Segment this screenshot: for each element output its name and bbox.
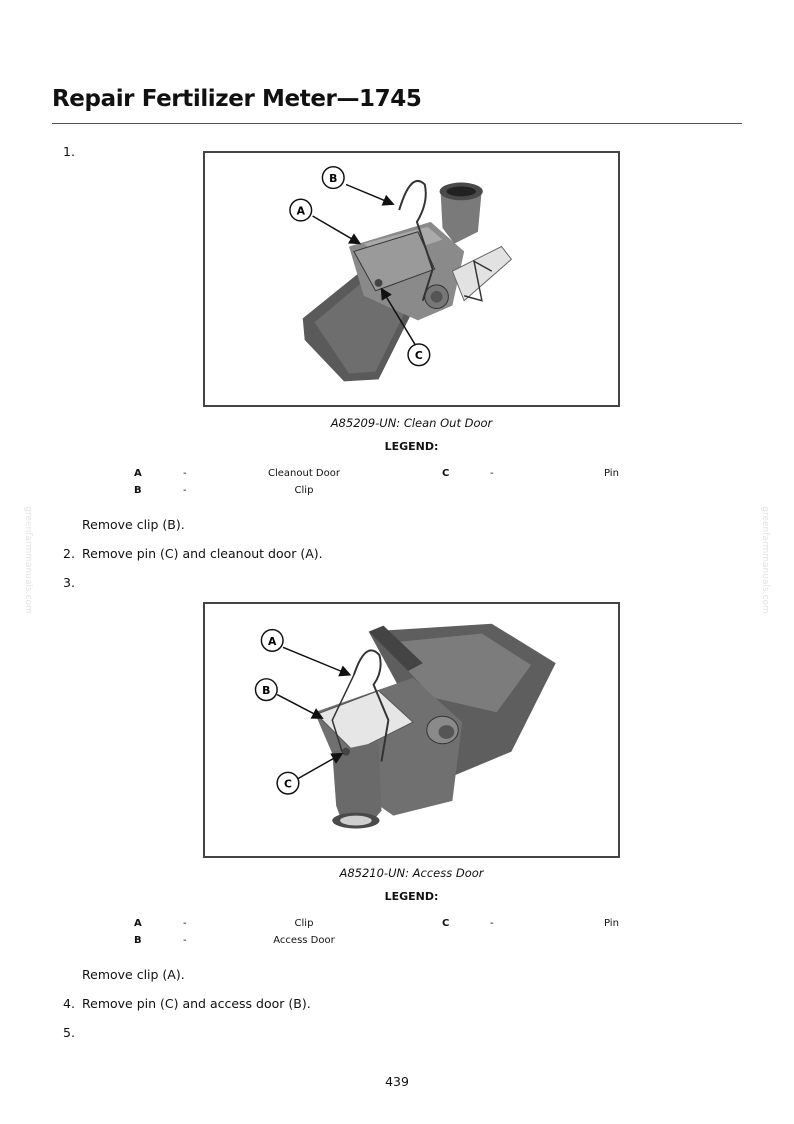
watermark-right: greenfarmmanuals.com — [760, 506, 770, 614]
watermark-left: greenfarmmanuals.com — [23, 506, 33, 614]
legend-dash: - — [183, 935, 187, 946]
step-1-number: 1. — [63, 144, 75, 159]
step-5-number: 5. — [63, 1025, 75, 1040]
step-text: Remove pin (C) and access door (B). — [82, 996, 311, 1011]
step-3-number: 3. — [63, 575, 75, 590]
page-title: Repair Fertilizer Meter—1745 — [52, 86, 422, 112]
legend-label: Clip — [294, 918, 314, 929]
step-text: Remove clip (A). — [82, 967, 185, 982]
callout-c: C — [276, 771, 300, 795]
legend-letter: A — [134, 918, 142, 929]
figure-access-door: A B C — [203, 602, 620, 858]
callout-a: A — [260, 628, 284, 652]
step-2-number: 2. — [63, 546, 75, 561]
svg-text:C: C — [284, 778, 292, 791]
callout-a: A — [289, 198, 313, 222]
access-door-illustration: A B C — [254, 623, 556, 829]
legend-dash: - — [490, 918, 494, 929]
step-4-number: 4. — [63, 996, 75, 1011]
figure-1-legend-title: LEGEND: — [384, 440, 439, 453]
callout-b: B — [254, 678, 278, 702]
callout-c: C — [407, 343, 431, 367]
svg-text:B: B — [262, 684, 270, 697]
figure-2-legend-title: LEGEND: — [384, 890, 439, 903]
title-rule — [52, 123, 742, 124]
svg-text:C: C — [415, 349, 423, 362]
legend-letter: A — [134, 468, 142, 479]
callout-b: B — [321, 166, 345, 190]
figure-clean-out-door: B A C — [203, 151, 620, 407]
clip-wire-shape — [398, 179, 434, 301]
page-number: 439 — [385, 1074, 409, 1089]
legend-label: Pin — [604, 918, 619, 929]
clip-wire-shape — [352, 649, 390, 762]
legend-dash: - — [490, 468, 494, 479]
step-text: Remove clip (B). — [82, 517, 185, 532]
svg-text:B: B — [329, 172, 337, 185]
legend-letter: B — [134, 935, 142, 946]
legend-dash: - — [183, 918, 187, 929]
legend-letter: C — [442, 468, 450, 479]
legend-label: Pin — [604, 468, 619, 479]
legend-label: Access Door — [273, 935, 335, 946]
svg-text:A: A — [268, 635, 277, 648]
legend-dash: - — [183, 468, 187, 479]
step-text: Remove pin (C) and cleanout door (A). — [82, 546, 323, 561]
legend-dash: - — [183, 485, 187, 496]
spout-shape — [440, 188, 482, 244]
lower-spout-shape — [332, 741, 382, 826]
pin-shape — [342, 747, 350, 756]
legend-label: Clip — [294, 485, 314, 496]
pin-shape — [374, 279, 383, 287]
svg-text:A: A — [297, 205, 306, 218]
cleanout-door-shape — [353, 231, 436, 292]
access-door-shape — [315, 690, 414, 753]
side-plate-shape — [451, 245, 513, 302]
legend-letter: B — [134, 485, 142, 496]
figure-1-caption: A85209-UN: Clean Out Door — [330, 416, 493, 430]
legend-label: Cleanout Door — [268, 468, 340, 479]
clean-out-door-illustration: B A C — [289, 166, 513, 382]
legend-letter: C — [442, 918, 450, 929]
figure-2-caption: A85210-UN: Access Door — [339, 866, 484, 880]
